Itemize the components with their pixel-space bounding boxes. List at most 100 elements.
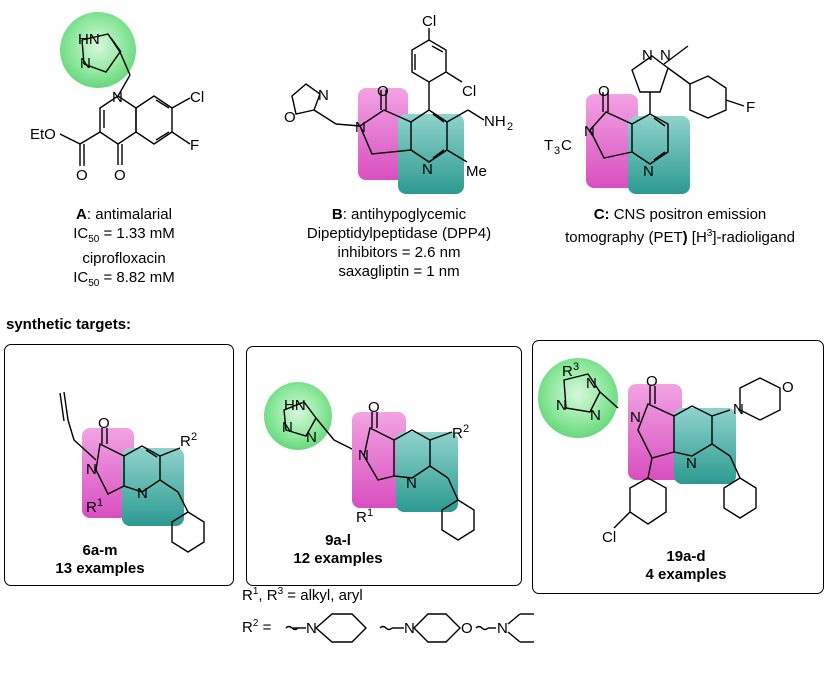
- target-box-19: [532, 340, 824, 594]
- atom-label: HN: [284, 397, 306, 414]
- r2-eq: =: [258, 619, 272, 636]
- caption-c-label: CNS positron emission: [609, 206, 767, 223]
- atom-label: EtO: [30, 126, 56, 143]
- atom-label: 1: [367, 507, 373, 519]
- atom-label: O: [461, 620, 473, 637]
- atom-label: R: [356, 509, 367, 526]
- compound-b-structure: [291, 28, 485, 194]
- atom-label: N: [355, 119, 366, 136]
- atom-label: O: [368, 399, 380, 416]
- caption-b-label: : antihypoglycemic: [342, 206, 467, 223]
- caption-a-label: : antimalarial: [86, 206, 172, 223]
- target-9-structure: [264, 382, 475, 541]
- ic50-sub: 50: [88, 234, 100, 245]
- atom-label: N: [630, 409, 641, 426]
- footnote-sup: 3: [277, 586, 284, 597]
- target-id: 19a-d: [666, 548, 706, 565]
- atom-label: O: [377, 83, 389, 100]
- r2-r: R: [242, 619, 253, 636]
- atom-label: N: [733, 401, 744, 418]
- compound-c-structure: [586, 45, 745, 194]
- r2-sup: 2: [252, 618, 259, 629]
- atom-label: N: [642, 47, 653, 64]
- target-label-9: 9a-l 12 examples: [278, 532, 398, 568]
- atom-label: HN: [78, 31, 100, 48]
- atom-label: Cl: [462, 83, 476, 100]
- atom-label: O: [284, 109, 296, 126]
- atom-label: 2: [463, 423, 469, 435]
- ic50-label: IC: [73, 269, 89, 286]
- caption-c-text: [H: [687, 229, 707, 246]
- atom-label: R: [180, 433, 191, 450]
- atom-label: N: [643, 163, 654, 180]
- compound-a-structure: [59, 12, 191, 166]
- r-group-footnote: R1, R3 = alkyl, aryl: [242, 586, 363, 604]
- caption-b-line2: Dipeptidylpeptidase (DPP4): [306, 225, 492, 242]
- target-examples: 4 examples: [645, 566, 727, 583]
- footnote-rest: = alkyl, aryl: [283, 587, 363, 604]
- footnote-sup: 1: [252, 586, 259, 597]
- r2-definition: R2 =: [242, 618, 271, 636]
- atom-label: N: [660, 47, 671, 64]
- atom-label: N: [137, 485, 148, 502]
- atom-label: NH: [484, 113, 506, 130]
- target-id: 9a-l: [325, 532, 351, 549]
- atom-label: 3: [573, 361, 579, 373]
- atom-labels: HN N N Cl F EtO O O Cl Cl NH 2 Me N O N …: [30, 13, 794, 637]
- footnote-sep: , R: [258, 587, 278, 604]
- target-examples: 13 examples: [55, 560, 145, 577]
- caption-a-letter: A: [76, 206, 87, 223]
- atom-label: O: [98, 415, 110, 432]
- atom-label: 2: [507, 121, 513, 133]
- atom-label: R: [452, 425, 463, 442]
- atom-label: N: [404, 620, 415, 637]
- atom-label: N: [590, 407, 601, 424]
- caption-a-ref: ciprofloxacin: [82, 250, 166, 267]
- caption-c: C: CNS positron emission tomography (PET…: [552, 205, 808, 247]
- caption-c-letter: C:: [593, 206, 610, 223]
- footnote-r: R: [242, 587, 253, 604]
- target-box-9: [246, 346, 522, 586]
- atom-label: N: [586, 375, 597, 392]
- caption-b-line4: saxagliptin = 1 nm: [338, 263, 460, 280]
- ic50-value: = 1.33 mM: [99, 225, 175, 242]
- caption-b: B: antihypoglycemic Dipeptidylpeptidase …: [296, 205, 502, 281]
- caption-c-text: ]-radioligand: [712, 229, 795, 246]
- caption-b-letter: B: [331, 206, 343, 223]
- atom-label: R: [86, 499, 97, 516]
- atom-label: T: [544, 137, 553, 154]
- atom-label: 3: [554, 145, 560, 157]
- ic50-sub: 50: [88, 278, 100, 289]
- target-label-6: 6a-m 13 examples: [40, 542, 160, 578]
- ic50-value: = 8.82 mM: [99, 269, 175, 286]
- atom-label: 2: [191, 431, 197, 443]
- atom-label: F: [190, 137, 199, 154]
- caption-a: A: antimalarial IC50 = 1.33 mM ciproflox…: [44, 205, 204, 293]
- caption-c-paren: ): [682, 229, 688, 246]
- ic50-label: IC: [73, 225, 89, 242]
- atom-label: N: [306, 620, 317, 637]
- atom-label: R: [562, 363, 573, 380]
- target-6-structure: [59, 391, 205, 553]
- atom-label: N: [86, 461, 97, 478]
- atom-label: N: [686, 455, 697, 472]
- atom-label: N: [556, 397, 567, 414]
- atom-label: N: [282, 419, 293, 436]
- atom-label: O: [114, 167, 126, 184]
- caption-c-sup: 3: [706, 228, 713, 239]
- r2-amines-structure: [285, 613, 534, 643]
- target-box-6: [4, 344, 234, 586]
- atom-label: N: [112, 89, 123, 106]
- atom-label: N: [497, 620, 508, 637]
- atom-label: N: [80, 55, 91, 72]
- atom-label: O: [76, 167, 88, 184]
- atom-label: F: [746, 99, 755, 116]
- atom-label: Cl: [190, 89, 204, 106]
- atom-label: N: [358, 447, 369, 464]
- atom-label: O: [646, 373, 658, 390]
- atom-label: N: [584, 123, 595, 140]
- atom-label: Cl: [602, 529, 616, 546]
- atom-label: N: [318, 87, 329, 104]
- atom-label: 1: [97, 497, 103, 509]
